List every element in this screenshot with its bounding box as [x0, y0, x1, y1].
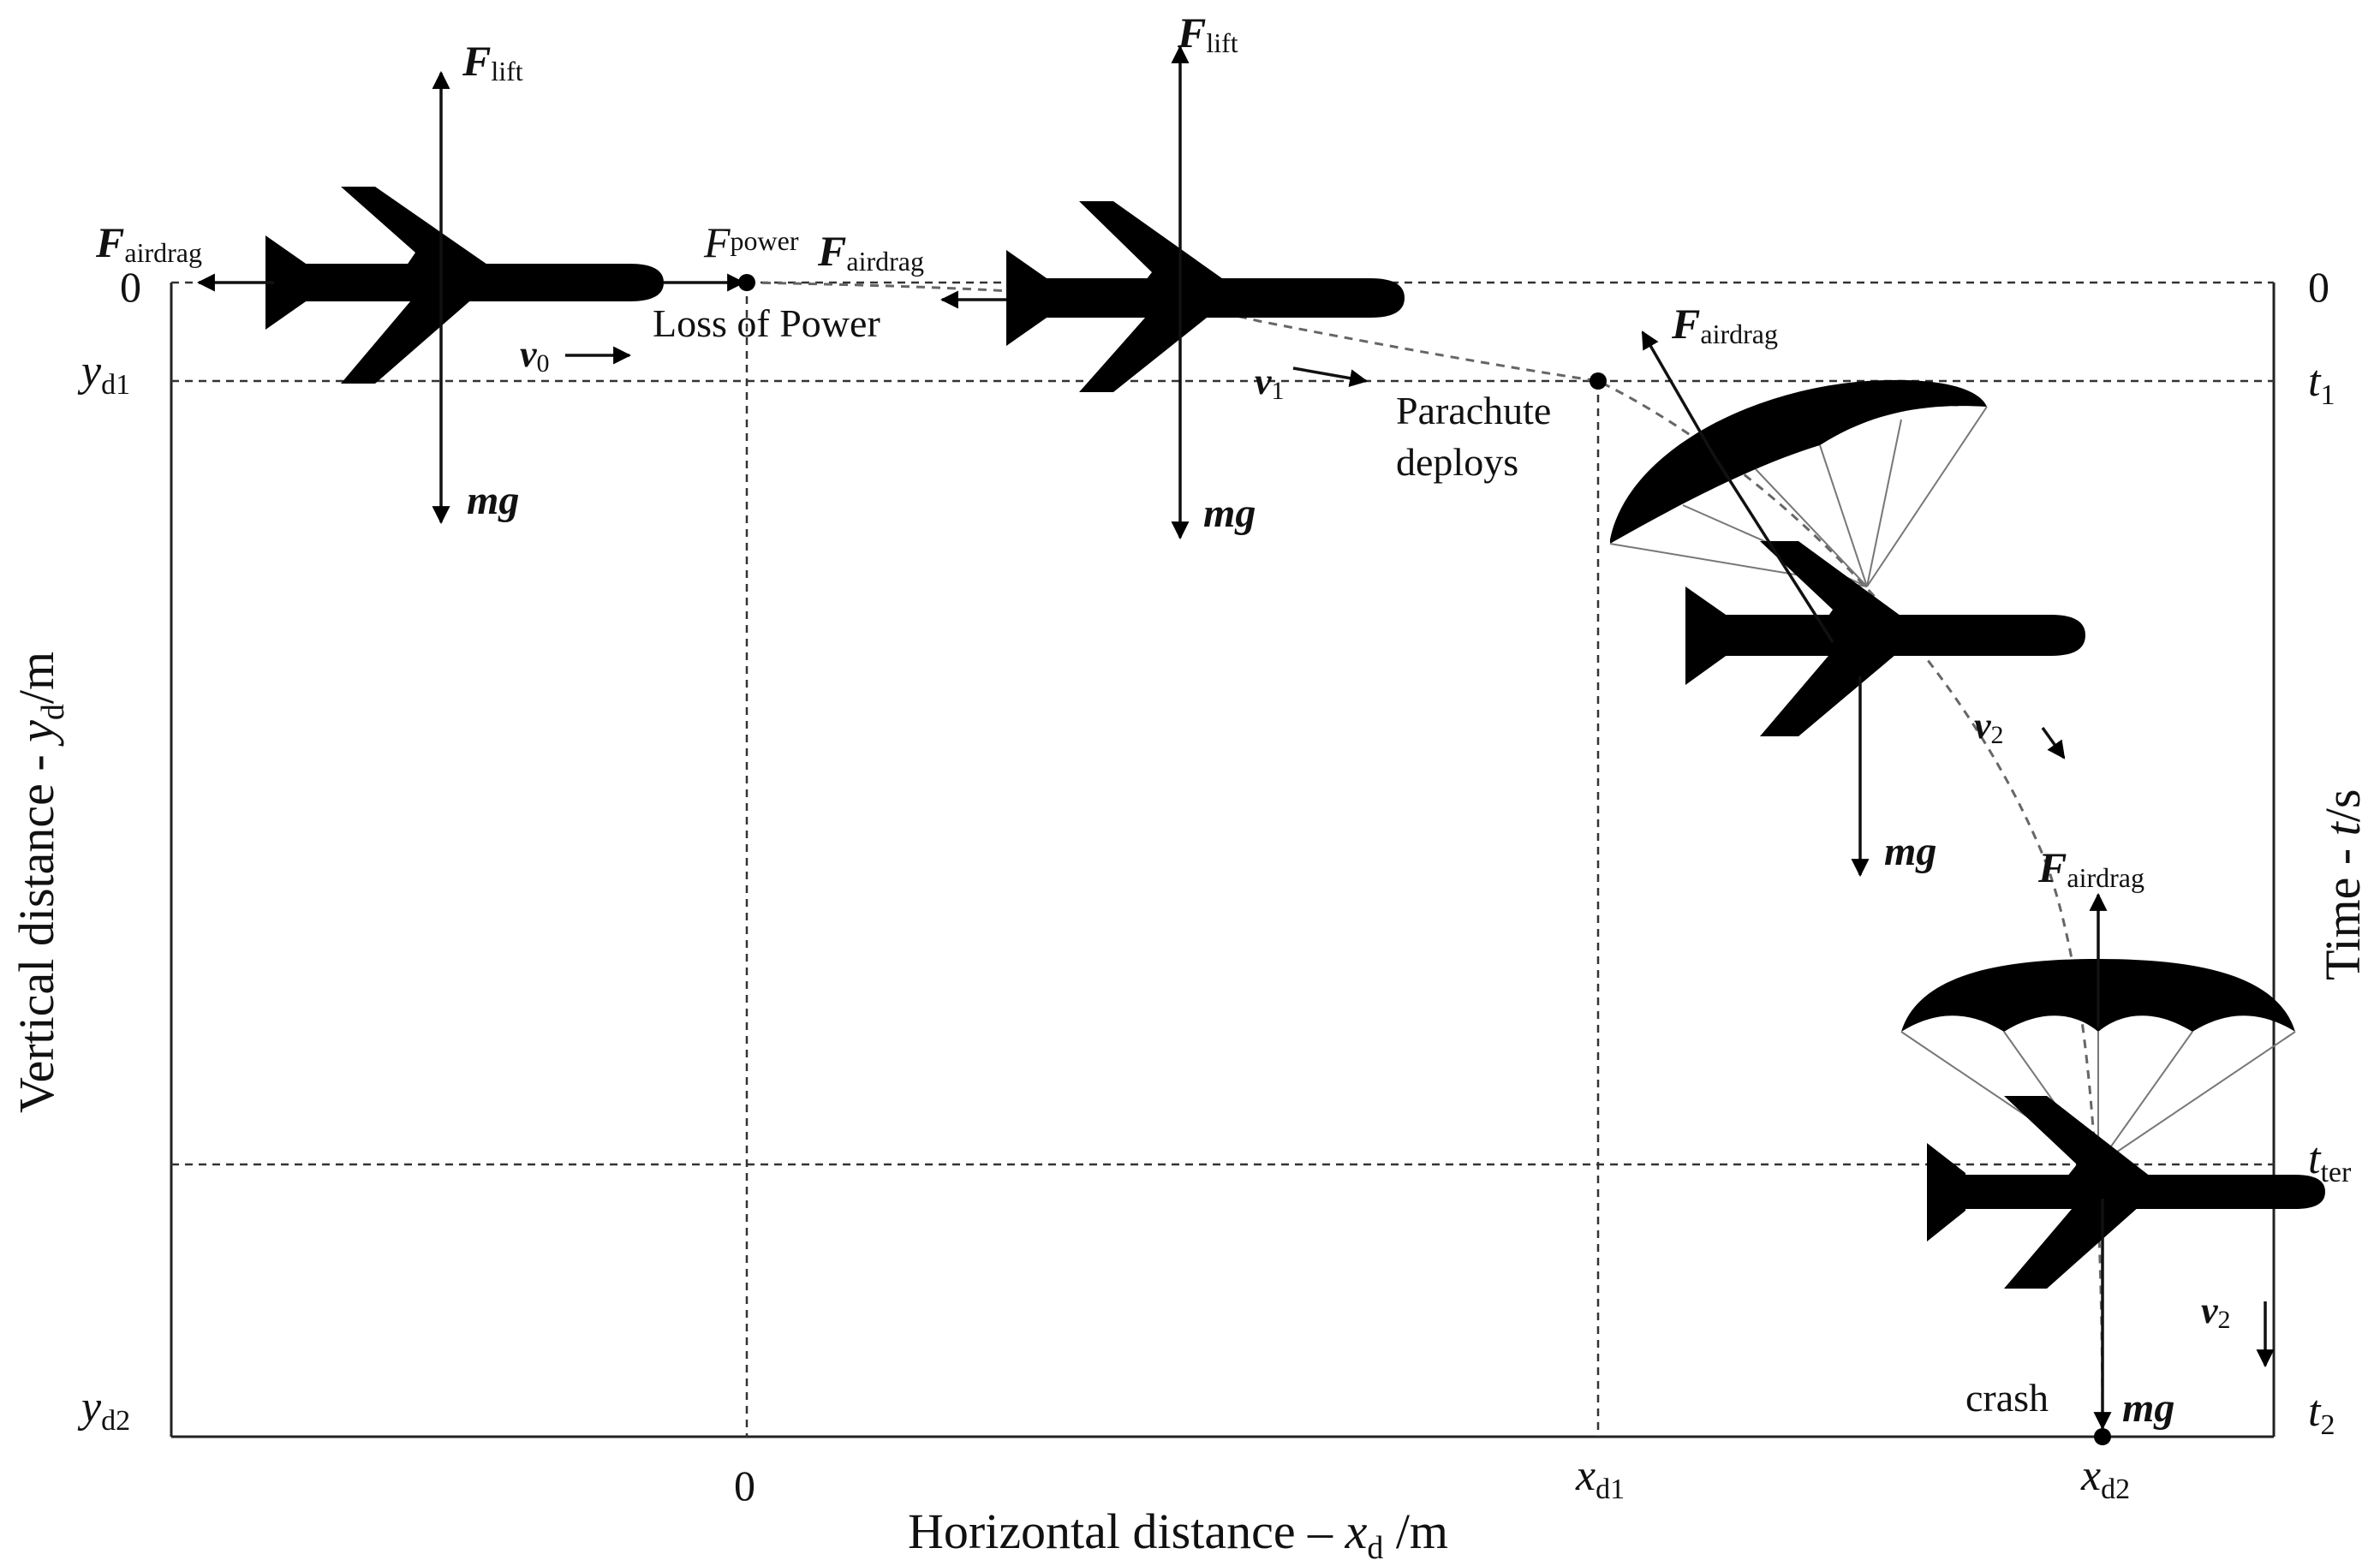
x-tick-xd1: xd1: [1575, 1451, 1625, 1505]
crash-point: [2094, 1428, 2111, 1445]
drag-label-3: Fairdrag: [1671, 300, 1778, 349]
loss-of-power-label: Loss of Power: [653, 301, 880, 345]
airplane-glide: [1006, 201, 1405, 392]
parachute-deploys-label-1: Parachute: [1396, 389, 1551, 432]
parachute-1: [1609, 379, 1988, 587]
airplane-parachute-1-forces: [1641, 330, 2066, 878]
y-tick-yd2: yd2: [77, 1383, 130, 1437]
y-tick-yd1: yd1: [77, 347, 130, 401]
airplane-parachute-2: [1927, 1096, 2325, 1289]
airplane-parachute-2-forces: [2089, 892, 2275, 1431]
v2-label-2: v2: [2201, 1289, 2231, 1334]
parachute-deploy-point: [1590, 372, 1607, 390]
lift-label-1: Flift: [462, 37, 523, 86]
y-tick-zero: 0: [120, 263, 141, 311]
v2-label-1: v2: [1974, 705, 2004, 749]
v1-label: v1: [1255, 360, 1285, 405]
v0-label: v0: [520, 333, 550, 378]
drag-label-1: Fairdrag: [95, 218, 202, 268]
power-label: Fpower: [703, 218, 799, 266]
x-tick-zero: 0: [734, 1462, 755, 1509]
t-tick-t2: t2: [2308, 1387, 2335, 1441]
t-tick-zero: 0: [2308, 263, 2329, 311]
airplane-glide-forces: [939, 45, 1369, 540]
t-tick-tter: tter: [2308, 1134, 2352, 1188]
t-axis-title: Time - t/s: [2315, 789, 2371, 981]
weight-label-1: mg: [467, 478, 519, 523]
plot-frame: [170, 283, 2276, 1438]
lift-label-2: Flift: [1177, 9, 1238, 58]
x-axis-title: Horizontal distance – xd /m: [908, 1503, 1448, 1560]
crash-label: crash: [1965, 1376, 2049, 1420]
guide-lines: [171, 281, 2274, 1437]
canopy-1: [1610, 379, 1987, 544]
drag-label-2: Fairdrag: [817, 227, 924, 277]
weight-label-3: mg: [1884, 829, 1936, 874]
airplane-cruise-forces: [196, 70, 746, 525]
weight-label-4: mg: [2122, 1385, 2174, 1431]
x-tick-xd2: xd2: [2080, 1451, 2130, 1505]
drag-label-4: Fairdrag: [2037, 843, 2144, 893]
airplane-parachute-1: [1685, 541, 2085, 736]
t-tick-t1: t1: [2308, 357, 2335, 411]
airplane-cruise: [265, 187, 664, 384]
weight-label-2: mg: [1203, 491, 1256, 536]
y-axis-title: Vertical distance - yd/m: [9, 652, 71, 1113]
parachute-deploys-label-2: deploys: [1396, 440, 1518, 484]
